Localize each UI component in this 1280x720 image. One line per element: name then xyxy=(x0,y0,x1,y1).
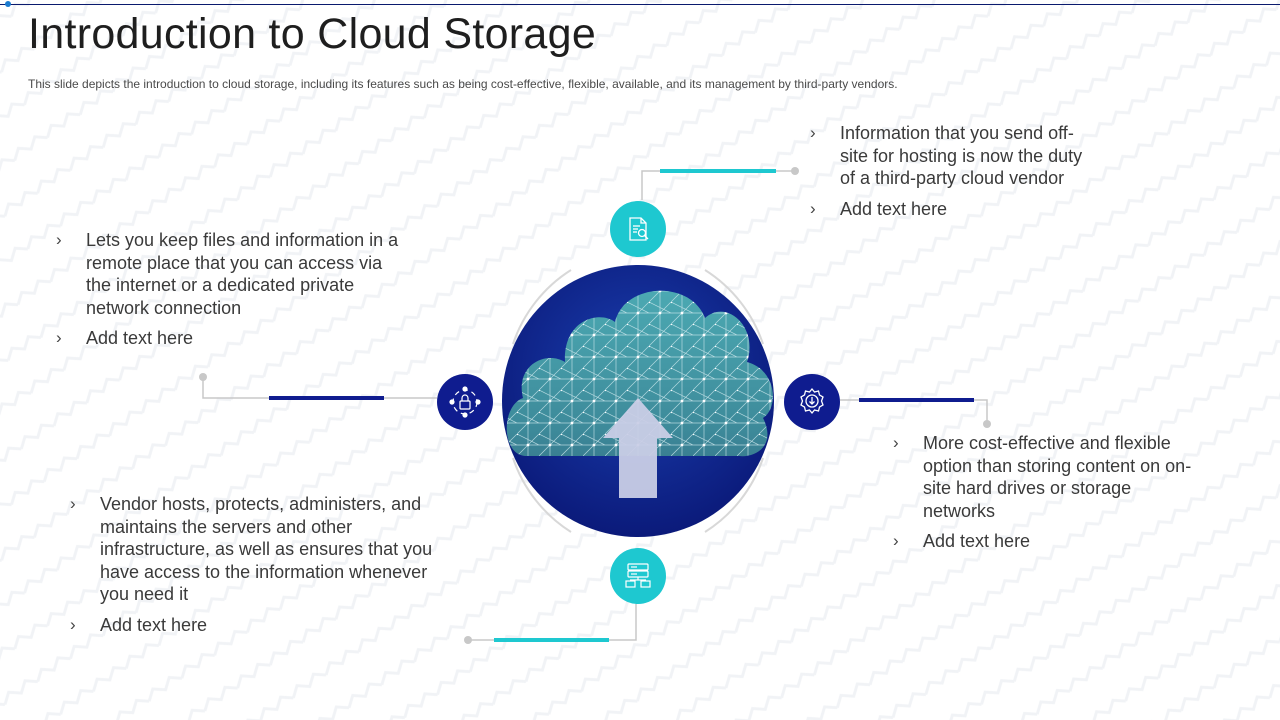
bullet-text: More cost-effective and flexible option … xyxy=(923,433,1192,521)
slide-subtitle: This slide depicts the introduction to c… xyxy=(28,77,898,91)
bullet-placeholder: Add text here xyxy=(100,614,208,635)
gear-download-icon xyxy=(784,374,840,430)
bullet-item: › Add text here xyxy=(893,530,1193,553)
chevron-right-icon: › xyxy=(893,433,899,452)
bullet-item: › Add text here xyxy=(70,614,455,637)
bullet-placeholder: Add text here xyxy=(923,531,1031,551)
chevron-right-icon: › xyxy=(810,198,816,218)
bullet-text: Lets you keep files and information in a… xyxy=(86,230,399,318)
bullet-item: › More cost-effective and flexible optio… xyxy=(893,432,1193,522)
bullet-item: › Add text here xyxy=(56,327,401,350)
server-icon xyxy=(610,548,666,604)
network-lock-icon xyxy=(437,374,493,430)
slide-title: Introduction to Cloud Storage xyxy=(28,10,597,58)
chevron-right-icon: › xyxy=(810,123,816,142)
text-block-left: › Lets you keep files and information in… xyxy=(56,229,401,350)
chevron-right-icon: › xyxy=(56,328,62,347)
bullet-item: › Information that you send off-site for… xyxy=(810,122,1100,190)
text-block-bottom-left: › Vendor hosts, protects, administers, a… xyxy=(70,493,455,636)
chevron-right-icon: › xyxy=(893,531,899,550)
chevron-right-icon: › xyxy=(70,614,76,634)
document-search-icon xyxy=(610,201,666,257)
text-block-right: › More cost-effective and flexible optio… xyxy=(893,432,1193,553)
bullet-placeholder: Add text here xyxy=(840,198,948,219)
top-rule xyxy=(0,4,1280,5)
top-rule-dot xyxy=(5,1,11,7)
bullet-placeholder: Add text here xyxy=(86,328,194,348)
chevron-right-icon: › xyxy=(70,494,76,513)
bullet-text: Information that you send off-site for h… xyxy=(840,123,1083,188)
bullet-text: Vendor hosts, protects, administers, and… xyxy=(100,494,433,604)
bullet-item: › Add text here xyxy=(810,198,1100,221)
bullet-item: › Vendor hosts, protects, administers, a… xyxy=(70,493,455,606)
text-block-top-right: › Information that you send off-site for… xyxy=(810,122,1100,220)
bullet-item: › Lets you keep files and information in… xyxy=(56,229,401,319)
cloud-upload-icon xyxy=(502,265,774,537)
chevron-right-icon: › xyxy=(56,230,62,249)
